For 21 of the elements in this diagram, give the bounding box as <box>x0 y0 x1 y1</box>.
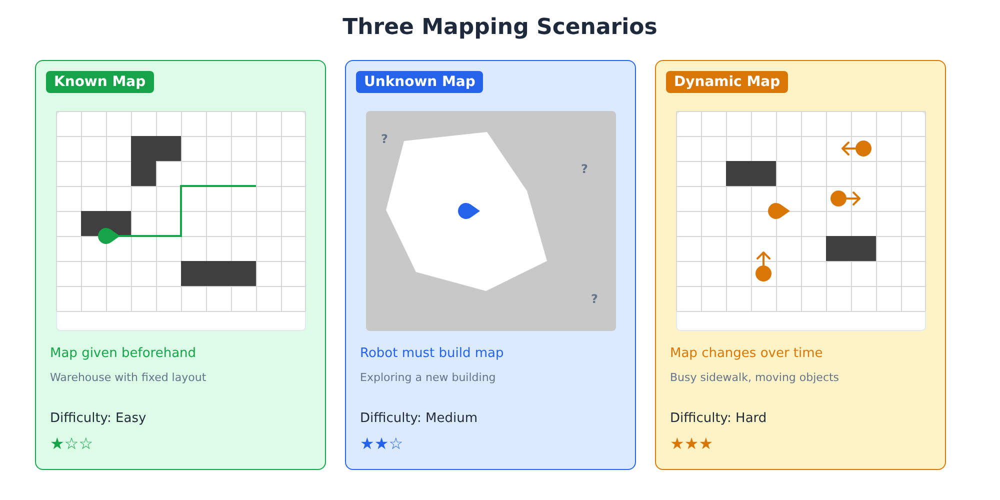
scenario-card <box>345 60 636 470</box>
scenario-title-tag: Known Map <box>46 71 154 93</box>
difficulty-label: Difficulty: Hard <box>670 410 767 428</box>
difficulty-label: Difficulty: Easy <box>50 410 146 428</box>
scenario-example: Exploring a new building <box>360 370 496 386</box>
difficulty-label: Difficulty: Medium <box>360 410 478 428</box>
diagram-title: Three Mapping Scenarios <box>342 14 658 42</box>
star-rating: ★★☆ <box>360 434 404 454</box>
scenario-summary: Map changes over time <box>670 345 823 363</box>
scenario-summary: Robot must build map <box>360 345 504 363</box>
unknown-area-mark: ? <box>581 162 588 176</box>
scenario-example: Warehouse with fixed layout <box>50 370 206 386</box>
star-rating: ★☆☆ <box>50 434 94 454</box>
scenario-example: Busy sidewalk, moving objects <box>670 370 840 386</box>
star-rating: ★★★ <box>670 434 714 454</box>
unexplored-map <box>366 111 616 331</box>
scenario-summary: Map given beforehand <box>50 345 196 363</box>
scenario-title-tag: Unknown Map <box>356 71 484 93</box>
unknown-area-mark: ? <box>591 292 598 306</box>
scenario-title-tag: Dynamic Map <box>666 71 788 93</box>
unknown-area-mark: ? <box>381 132 388 146</box>
